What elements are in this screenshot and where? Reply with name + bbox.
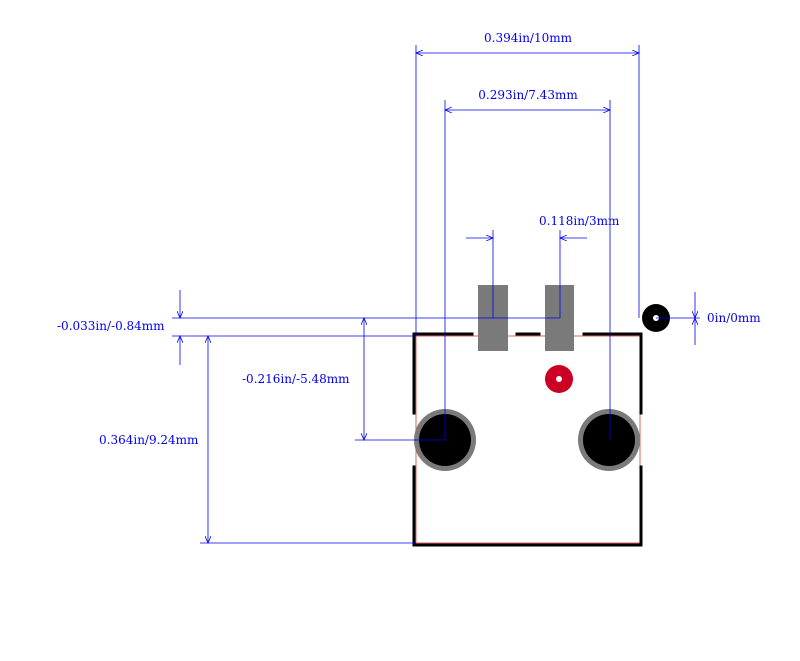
through-hole-2 — [583, 414, 635, 466]
dimension-lines — [172, 45, 700, 543]
dim-label-overall-height: 0.364in/9.24mm — [99, 433, 199, 447]
dim-label-smd-pad-width: 0.118in/3mm — [539, 214, 620, 228]
dim-label-origin: 0in/0mm — [707, 311, 761, 325]
dim-label-pad-pitch: 0.293in/7.43mm — [478, 88, 578, 102]
dim-label-overall-width: 0.394in/10mm — [484, 31, 573, 45]
dim-label-hole-offset-y: -0.216in/-5.48mm — [242, 372, 350, 386]
silkscreen-outline — [412, 332, 643, 547]
pin1-marker-center — [556, 376, 562, 382]
dim-label-smd-offset-y: -0.033in/-0.84mm — [57, 319, 165, 333]
